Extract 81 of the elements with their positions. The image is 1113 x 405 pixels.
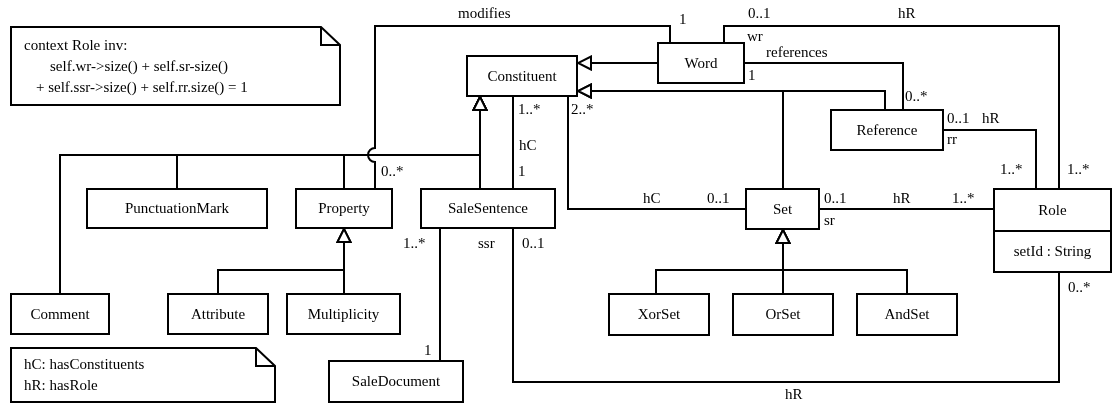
class-box [286, 293, 401, 335]
class-box [856, 293, 958, 336]
edge-label: hR [898, 6, 916, 21]
multiplicity-label: 1 [424, 343, 432, 358]
note-text: hR: hasRole [24, 376, 99, 395]
class-box [167, 293, 269, 335]
class-name: Reference [856, 120, 918, 140]
note-text: context Role inv: [24, 35, 129, 55]
association-line [943, 129, 1037, 189]
multiplicity-label: 0..1 [947, 111, 970, 126]
edge-label: hR [893, 191, 911, 206]
multiplicity-label: 1..* [952, 191, 975, 206]
multiplicity-label: 0..1 [748, 6, 771, 21]
multiplicity-label: 0..1 [707, 191, 730, 206]
edge-label: references [766, 45, 828, 60]
class-box [745, 188, 820, 230]
association-line [512, 96, 514, 189]
class-name: XorSet [637, 305, 681, 325]
multiplicity-label: 0..1 [522, 236, 545, 251]
multiplicity-label: 1..* [518, 102, 541, 117]
multiplicity-label: 0..* [905, 89, 928, 104]
class-name: Comment [30, 304, 90, 324]
class-box [295, 188, 393, 229]
class-name: Word [684, 53, 718, 73]
multiplicity-label: rr [947, 132, 957, 147]
generalization-arrow [577, 83, 886, 110]
note-text: hC: hasConstituents [24, 355, 146, 374]
edge-label: hC [643, 191, 661, 206]
class-name: Constituent [487, 66, 557, 86]
class-name: OrSet [765, 305, 801, 325]
multiplicity-label: sr [824, 213, 835, 228]
class-name: SaleDocument [351, 372, 441, 392]
multiplicity-label: 1 [518, 164, 526, 179]
association-line [512, 228, 1060, 383]
class-name: Attribute [190, 304, 246, 324]
association-line [723, 25, 1060, 189]
class-box [86, 188, 268, 229]
multiplicity-label: 0..1 [824, 191, 847, 206]
note [10, 26, 341, 106]
generalization-arrow [472, 96, 488, 189]
generalization-arrow [577, 55, 658, 71]
note-text: self.wr->size() + self.sr-size() [49, 56, 229, 76]
multiplicity-label: 0..* [381, 164, 404, 179]
edge-label: hR [785, 387, 803, 402]
multiplicity-label: 2..* [571, 102, 594, 117]
class-name: PunctuationMark [124, 199, 230, 219]
class-name: Property [318, 199, 370, 219]
class-name: SaleSentence [448, 199, 528, 219]
multiplicity-label: 1..* [403, 236, 426, 251]
class-box [420, 188, 556, 229]
class-name: Set [772, 199, 793, 219]
multiplicity-label: 1 [748, 68, 756, 83]
edge-label: hC [519, 138, 537, 153]
generalization-arrow [336, 228, 352, 294]
multiplicity-label: 1..* [1067, 162, 1090, 177]
association-line [439, 228, 441, 361]
class-box [657, 42, 745, 84]
edge-label: modifies [458, 6, 511, 21]
class-box [328, 360, 464, 403]
multiplicity-label: 1..* [1000, 162, 1023, 177]
class-box [466, 55, 578, 97]
class-attribute: setId : String [1013, 242, 1092, 261]
multiplicity-label: 1 [679, 12, 687, 27]
note-text: + self.ssr->size() + self.rr.size() = 1 [35, 77, 249, 97]
class-box [732, 293, 834, 336]
multiplicity-label: 0..* [1068, 280, 1091, 295]
multiplicity-label: ssr [478, 236, 495, 251]
generalization-arrow [775, 229, 908, 294]
class-box [993, 188, 1112, 273]
class-name: AndSet [884, 305, 930, 325]
class-name: Role [1038, 200, 1067, 220]
class-box [10, 293, 110, 335]
association-line [744, 62, 904, 110]
class-box [608, 293, 710, 336]
association-line [819, 208, 994, 210]
association-line [567, 96, 746, 210]
class-name: Multiplicity [307, 304, 380, 324]
note [10, 347, 276, 403]
edge-label: hR [982, 111, 1000, 126]
multiplicity-label: wr [747, 29, 763, 44]
class-box [830, 109, 944, 151]
